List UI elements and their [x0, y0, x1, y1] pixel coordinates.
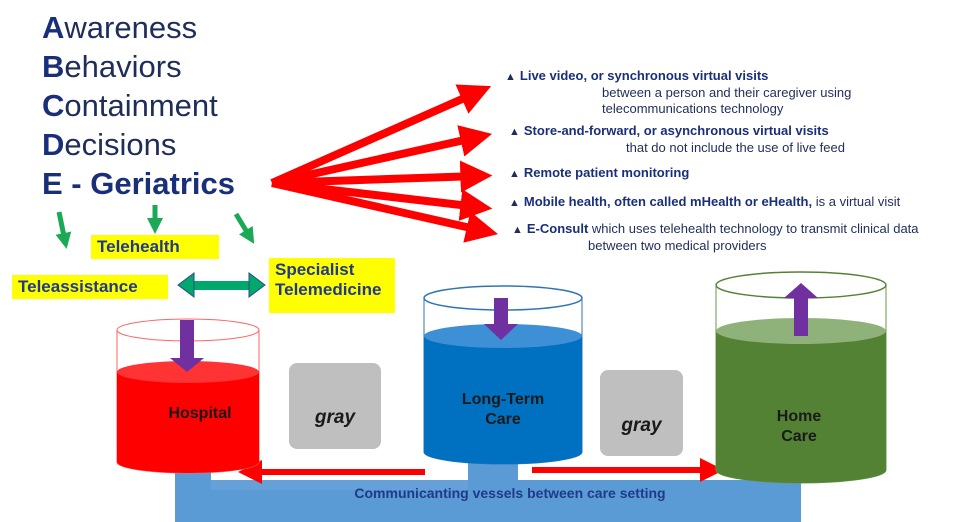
connecting-pipe [175, 462, 801, 522]
hospital-label: Hospital [168, 405, 232, 422]
red-arrow-store-forward [271, 125, 493, 187]
red-arrow-e-consult [271, 179, 499, 243]
technique-mobile-health: ▲Mobile health, often called mHealth or … [509, 194, 901, 209]
technique-e-consult: ▲E-Consult which uses telehealth technol… [512, 221, 919, 253]
green-arrow-teleassistance [55, 211, 72, 249]
long-term-care-down-arrow [484, 298, 518, 340]
red-arrow-live-video [270, 84, 492, 187]
long-term-care-label: Long-Term Care [461, 391, 545, 428]
gray-label-1: gray [314, 407, 356, 428]
pipe-label: Communicanting vessels between care sett… [354, 485, 666, 501]
gray-block-1 [289, 363, 381, 449]
hospital-vessel [116, 318, 260, 474]
abcde-list: Awareness Behaviors Containment Decision… [42, 8, 235, 203]
double-arrow [177, 272, 266, 298]
home-care-up-arrow [784, 283, 818, 336]
abcde-item: Behaviors [42, 49, 182, 84]
technique-remote-monitoring: ▲Remote patient monitoring [509, 165, 690, 180]
teleassistance-tag: Teleassistance [12, 275, 168, 299]
technique-live-video: ▲Live video, or synchronous virtual visi… [505, 68, 852, 116]
abcde-item: Decisions [42, 127, 177, 162]
gray-label-2: gray [621, 415, 662, 436]
telehealth-tag: Telehealth [91, 235, 219, 259]
home-care-label: Home Care [776, 408, 822, 445]
gray-block-2 [600, 370, 683, 456]
technique-store-and-forward: ▲Store-and-forward, or asynchronous virt… [509, 123, 845, 155]
red-arrow-remote-monitoring [271, 160, 493, 193]
abcde-item: Containment [42, 88, 218, 123]
red-fan-arrows [270, 84, 499, 243]
abcde-item-geriatrics: E - Geriatrics [42, 166, 235, 201]
specialist-telemedicine-tag: Specialist Telemedicine [269, 258, 395, 313]
green-arrow-specialist [233, 212, 255, 244]
abcde-item: Awareness [42, 10, 198, 45]
hospital-down-arrow [170, 320, 204, 372]
